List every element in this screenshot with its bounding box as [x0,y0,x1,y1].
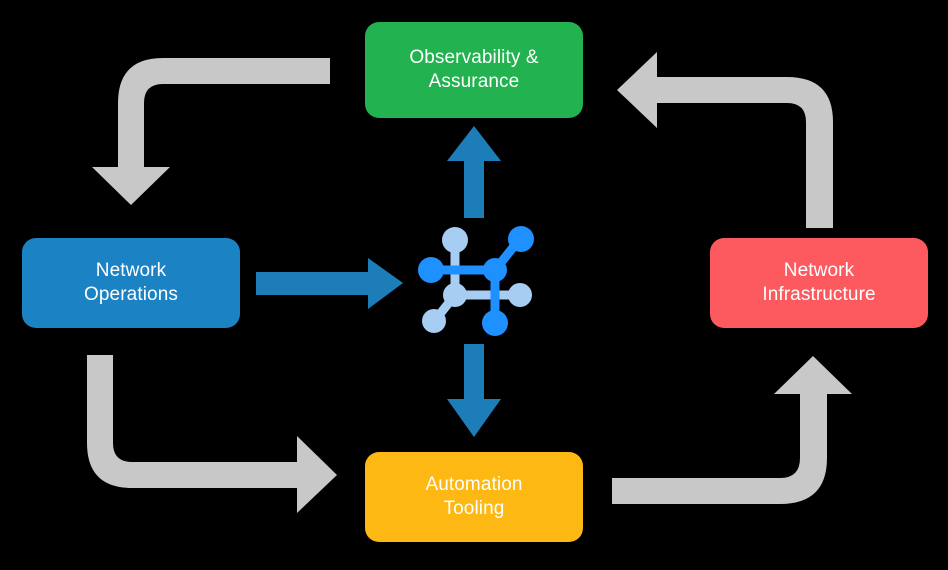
box-network-operations[interactable]: Network Operations [22,238,240,328]
box-network-infrastructure[interactable]: Network Infrastructure [710,238,928,328]
grey-arrow-observability-to-network-operations [92,58,330,205]
network-topology-icon [418,226,534,336]
grey-arrow-automation-tooling-to-network-infrastructure [612,356,852,504]
blue-arrow-right [256,258,403,309]
box-observability-assurance[interactable]: Observability & Assurance [365,22,583,118]
grey-arrow-network-operations-to-automation-tooling [87,355,337,513]
box-automation-tooling-label: Automation Tooling [425,473,523,519]
blue-arrow-down [447,344,501,437]
box-network-infrastructure-label: Network Infrastructure [762,259,876,305]
box-observability-assurance-label: Observability & Assurance [409,46,539,92]
box-automation-tooling[interactable]: Automation Tooling [365,452,583,542]
grey-arrow-network-infrastructure-to-observability [617,52,833,228]
box-network-operations-label: Network Operations [84,259,178,305]
blue-arrow-up [447,126,501,218]
